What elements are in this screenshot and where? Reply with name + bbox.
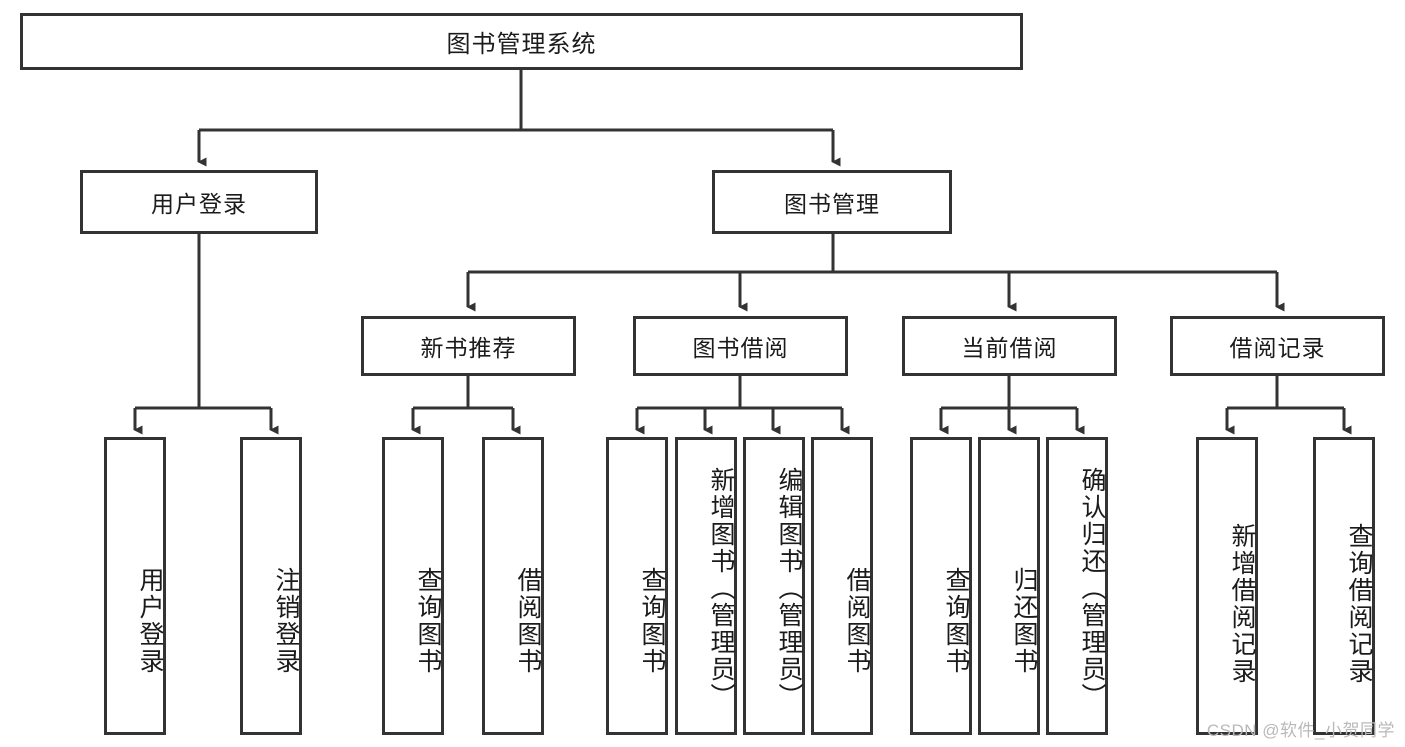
leaf-add-borrow-record[interactable]: 新增借阅记录	[1196, 437, 1258, 735]
node-label: 查询图书	[414, 567, 442, 675]
node-label: 查询图书	[638, 567, 666, 675]
node-label: 借阅图书	[514, 567, 542, 675]
leaf-return-book[interactable]: 归还图书	[978, 437, 1040, 735]
leaf-borrow-book-recommend[interactable]: 借阅图书	[482, 437, 544, 735]
leaf-query-borrow-record[interactable]: 查询借阅记录	[1313, 437, 1375, 735]
node-user-login[interactable]: 用户登录	[80, 170, 318, 234]
node-current-borrow[interactable]: 当前借阅	[902, 316, 1117, 376]
node-label: 查询图书	[942, 567, 970, 675]
node-label: 新增图书（管理员）	[707, 466, 735, 710]
node-label: 图书管理系统	[446, 31, 597, 58]
leaf-logout-login[interactable]: 注销登录	[240, 437, 302, 735]
node-label: 注销登录	[272, 567, 300, 675]
node-label: 编辑图书（管理员）	[775, 466, 803, 710]
node-label: 确认归还（管理员）	[1078, 466, 1106, 710]
node-label: 借阅图书	[843, 567, 871, 675]
leaf-user-login[interactable]: 用户登录	[104, 437, 166, 735]
node-label: 图书管理	[784, 191, 880, 217]
node-book-borrow[interactable]: 图书借阅	[633, 316, 848, 376]
leaf-query-book-borrow[interactable]: 查询图书	[606, 437, 668, 735]
leaf-borrow-book-borrow[interactable]: 借阅图书	[811, 437, 873, 735]
leaf-edit-book-admin[interactable]: 编辑图书（管理员）	[743, 437, 805, 735]
leaf-query-book-recommend[interactable]: 查询图书	[382, 437, 444, 735]
node-root-book-management-system[interactable]: 图书管理系统	[20, 13, 1023, 70]
leaf-confirm-return-admin[interactable]: 确认归还（管理员）	[1046, 437, 1108, 735]
leaf-query-book-current[interactable]: 查询图书	[910, 437, 972, 735]
node-label: 借阅记录	[1229, 335, 1326, 361]
node-label: 新书推荐	[420, 335, 517, 361]
csdn-watermark: CSDN @软件_小贺同学	[1206, 721, 1395, 740]
node-label: 归还图书	[1010, 567, 1038, 675]
node-label: 新增借阅记录	[1228, 522, 1256, 685]
node-borrow-record[interactable]: 借阅记录	[1170, 316, 1385, 376]
node-label: 用户登录	[151, 191, 247, 217]
leaf-add-book-admin[interactable]: 新增图书（管理员）	[675, 437, 737, 735]
node-label: 用户登录	[136, 567, 164, 675]
node-label: 图书借阅	[692, 335, 789, 361]
node-new-book-recommend[interactable]: 新书推荐	[361, 316, 576, 376]
node-label: 查询借阅记录	[1345, 522, 1373, 685]
node-label: 当前借阅	[961, 335, 1058, 361]
node-book-management[interactable]: 图书管理	[712, 170, 952, 234]
